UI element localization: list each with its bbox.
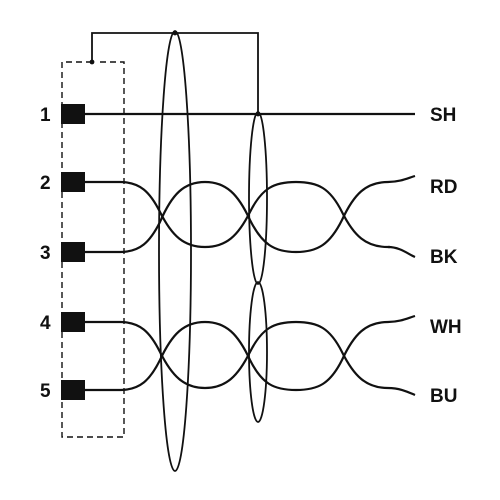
pin-3-contact: [61, 242, 85, 262]
wire-label-bu: BU: [430, 386, 457, 407]
shield-bracket: [91, 32, 259, 112]
shield-junction-dot: [89, 59, 95, 65]
wire-rd-tail: [387, 245, 416, 259]
outer-shield-loop: [158, 30, 192, 472]
wire-label-bk: BK: [430, 247, 458, 268]
pin-4-number: 4: [40, 313, 51, 334]
pin-1-number: 1: [40, 105, 51, 126]
pin-2-number: 2: [40, 173, 51, 194]
wire-label-wh: WH: [430, 317, 462, 338]
pair-shield-loop-lower: [248, 281, 268, 423]
pin-2-contact: [61, 172, 85, 192]
wire-label-sh: SH: [430, 105, 456, 126]
wire-bk: [85, 174, 416, 254]
pin-3-number: 3: [40, 243, 51, 264]
pin-4-contact: [61, 312, 85, 332]
connector-housing-outline: [61, 61, 125, 438]
sh-junction-dot: [255, 111, 261, 117]
pin-1-contact: [61, 104, 85, 124]
wire-label-rd: RD: [430, 177, 457, 198]
pin-5-number: 5: [40, 381, 51, 402]
pin-5-contact: [61, 380, 85, 400]
